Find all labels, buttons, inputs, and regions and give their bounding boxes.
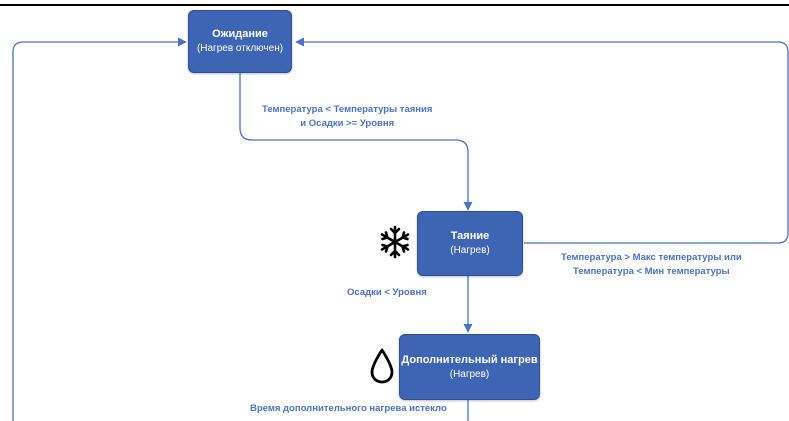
- connector-melting-to-idle: [295, 37, 789, 244]
- snowflake-icon: [380, 225, 410, 259]
- label-idle-to-melting: Температура < Температуры таяния и Осадк…: [262, 103, 432, 131]
- top-border-line: [0, 4, 789, 6]
- connector-extra-to-idle: [12, 42, 469, 421]
- state-melting-subtitle: (Нагрев): [450, 245, 490, 256]
- state-idle-subtitle: (Нагрев отключен): [196, 43, 284, 54]
- connector-idle-to-melting: [239, 73, 473, 211]
- label-melting-to-idle: Температура > Макс температуры или Темпе…: [561, 251, 742, 279]
- label-melting-to-extra: Осадки < Уровня: [347, 286, 427, 300]
- state-extra-heating-title: Дополнительный нагрев: [401, 353, 538, 366]
- state-melting: Таяние (Нагрев): [417, 211, 523, 276]
- state-extra-heating: Дополнительный нагрев (Нагрев): [399, 334, 540, 400]
- label-melting-to-idle-line2: Температура < Мин температуры: [573, 266, 730, 277]
- state-idle-title: Ожидание: [212, 28, 268, 40]
- label-melting-to-idle-line1: Температура > Макс температуры или: [561, 252, 742, 263]
- state-idle: Ожидание (Нагрев отключен): [188, 10, 292, 73]
- label-idle-to-melting-line1: Температура < Температуры таяния: [262, 104, 433, 115]
- label-idle-to-melting-line2: и Осадки >= Уровня: [300, 118, 395, 129]
- label-melting-to-extra-text: Осадки < Уровня: [347, 287, 427, 298]
- label-extra-to-idle-text: Время дополнительного нагрева истекло: [250, 403, 447, 414]
- state-extra-heating-subtitle: (Нагрев): [449, 368, 490, 380]
- state-melting-title: Таяние: [450, 230, 490, 242]
- label-extra-to-idle: Время дополнительного нагрева истекло: [250, 402, 447, 416]
- droplet-icon: [370, 348, 394, 384]
